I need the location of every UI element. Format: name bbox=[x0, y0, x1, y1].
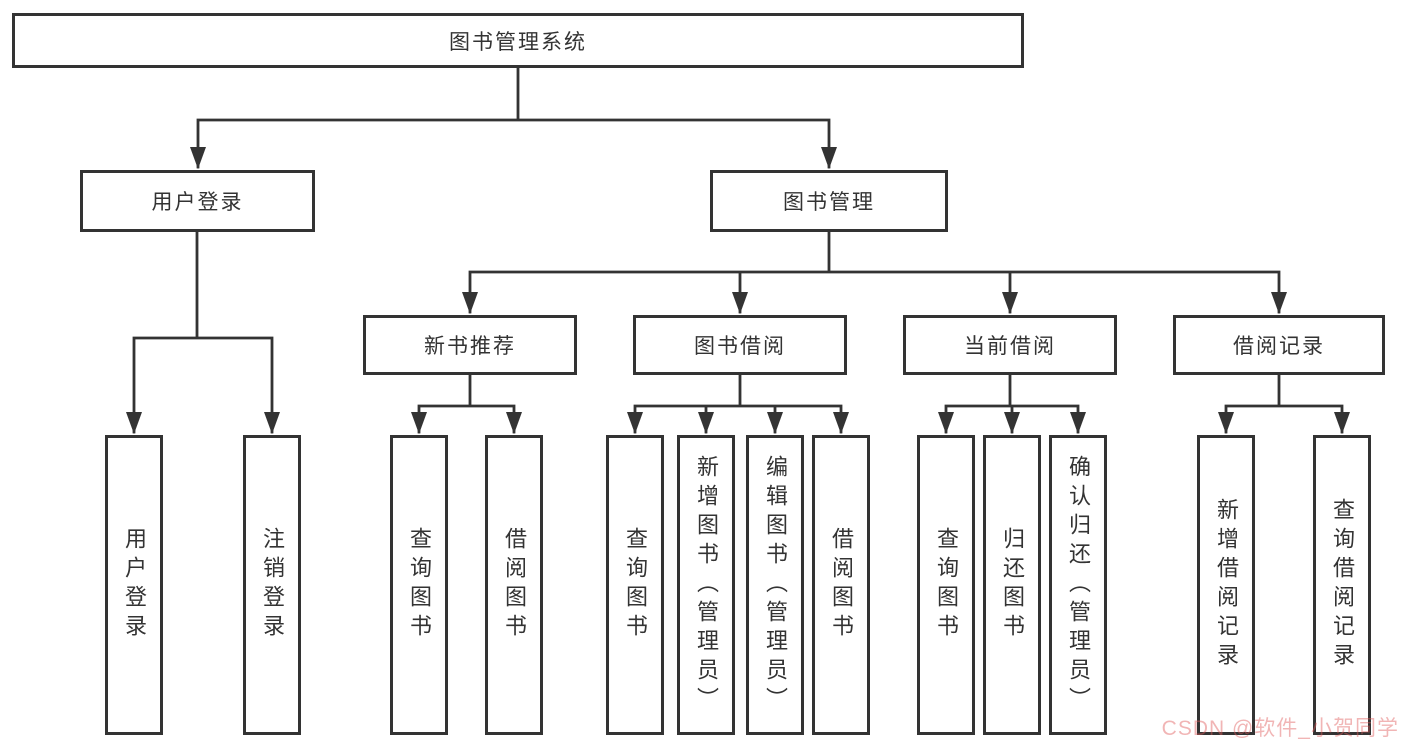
node-leaf-user-login-label: 用户登录 bbox=[122, 527, 147, 643]
arrow-down-icon bbox=[821, 147, 837, 169]
node-leaf-nb-query-book: 查询图书 bbox=[390, 435, 448, 735]
node-leaf-user-login: 用户登录 bbox=[105, 435, 163, 735]
node-leaf-bb-add-book-admin: 新增图书（管理员） bbox=[677, 435, 735, 735]
arrow-down-icon bbox=[1218, 412, 1234, 434]
node-book-management: 图书管理 bbox=[710, 170, 948, 232]
arrow-down-icon bbox=[1334, 412, 1350, 434]
node-borrow-record: 借阅记录 bbox=[1173, 315, 1385, 375]
arrow-down-icon bbox=[1271, 292, 1287, 314]
node-leaf-bb-query-book: 查询图书 bbox=[606, 435, 664, 735]
arrow-down-icon bbox=[1070, 412, 1086, 434]
node-user-login-label: 用户登录 bbox=[151, 191, 244, 214]
node-leaf-bb-borrow-book-label: 借阅图书 bbox=[829, 527, 854, 643]
arrow-down-icon bbox=[698, 412, 714, 434]
arrow-down-icon bbox=[732, 292, 748, 314]
node-leaf-nb-borrow-book-label: 借阅图书 bbox=[502, 527, 527, 643]
arrow-down-icon bbox=[1004, 412, 1020, 434]
node-leaf-bb-edit-book-admin: 编辑图书（管理员） bbox=[746, 435, 804, 735]
arrow-down-icon bbox=[767, 412, 783, 434]
node-leaf-bb-query-book-label: 查询图书 bbox=[623, 527, 648, 643]
node-leaf-cb-query-book-label: 查询图书 bbox=[934, 527, 959, 643]
arrow-down-icon bbox=[126, 412, 142, 434]
node-leaf-nb-query-book-label: 查询图书 bbox=[407, 527, 432, 643]
arrow-down-icon bbox=[833, 412, 849, 434]
node-root-label: 图书管理系统 bbox=[449, 30, 587, 54]
node-leaf-cb-query-book: 查询图书 bbox=[917, 435, 975, 735]
node-new-book-recommend: 新书推荐 bbox=[363, 315, 577, 375]
node-leaf-bb-add-book-admin-label: 新增图书（管理员） bbox=[694, 454, 719, 716]
connector-paths bbox=[132, 66, 1344, 434]
node-book-borrow-label: 图书借阅 bbox=[694, 335, 786, 358]
arrow-down-icon bbox=[627, 412, 643, 434]
arrow-down-icon bbox=[190, 147, 206, 169]
node-leaf-logout-label: 注销登录 bbox=[260, 527, 285, 643]
node-leaf-br-add-record: 新增借阅记录 bbox=[1197, 435, 1255, 735]
node-leaf-logout: 注销登录 bbox=[243, 435, 301, 735]
node-new-book-recommend-label: 新书推荐 bbox=[424, 335, 516, 358]
node-current-borrow-label: 当前借阅 bbox=[964, 335, 1056, 358]
arrow-down-icon bbox=[1002, 292, 1018, 314]
node-leaf-nb-borrow-book: 借阅图书 bbox=[485, 435, 543, 735]
node-leaf-cb-return-book: 归还图书 bbox=[983, 435, 1041, 735]
node-root: 图书管理系统 bbox=[12, 13, 1024, 68]
arrow-down-icon bbox=[264, 412, 280, 434]
node-leaf-bb-edit-book-admin-label: 编辑图书（管理员） bbox=[763, 454, 788, 716]
arrow-down-icon bbox=[506, 412, 522, 434]
node-leaf-bb-borrow-book: 借阅图书 bbox=[812, 435, 870, 735]
arrowhead-icons bbox=[126, 147, 1350, 434]
node-leaf-cb-confirm-return-admin: 确认归还（管理员） bbox=[1049, 435, 1107, 735]
node-user-login: 用户登录 bbox=[80, 170, 315, 232]
node-leaf-cb-return-book-label: 归还图书 bbox=[1000, 527, 1025, 643]
node-leaf-cb-confirm-return-admin-label: 确认归还（管理员） bbox=[1066, 454, 1091, 716]
node-leaf-br-query-record: 查询借阅记录 bbox=[1313, 435, 1371, 735]
arrow-down-icon bbox=[411, 412, 427, 434]
node-book-borrow: 图书借阅 bbox=[633, 315, 847, 375]
node-leaf-br-add-record-label: 新增借阅记录 bbox=[1214, 498, 1239, 672]
arrow-down-icon bbox=[938, 412, 954, 434]
node-leaf-br-query-record-label: 查询借阅记录 bbox=[1330, 498, 1355, 672]
watermark-text: CSDN @软件_小贺同学 bbox=[1161, 717, 1399, 740]
arrow-down-icon bbox=[462, 292, 478, 314]
node-borrow-record-label: 借阅记录 bbox=[1233, 335, 1325, 358]
node-book-management-label: 图书管理 bbox=[783, 191, 875, 214]
node-current-borrow: 当前借阅 bbox=[903, 315, 1117, 375]
